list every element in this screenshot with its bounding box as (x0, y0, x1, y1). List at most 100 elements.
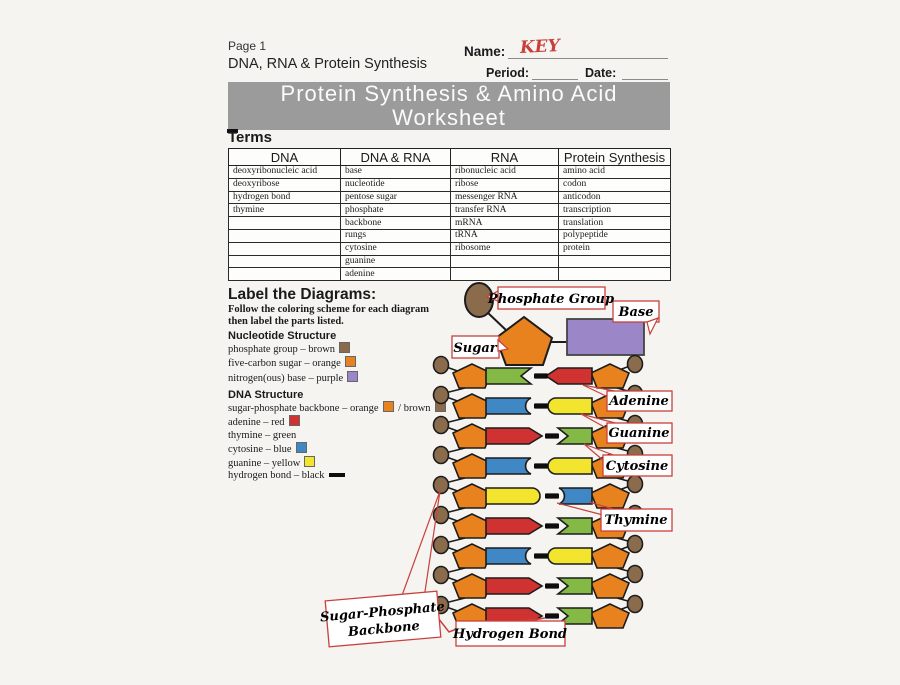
color-swatch (295, 441, 307, 453)
terms-cell: amino acid (558, 165, 671, 179)
base-cytosine (558, 487, 593, 505)
color-swatch (288, 415, 300, 427)
base-adenine (485, 607, 544, 625)
ladder-row (432, 354, 644, 395)
base-adenine (544, 367, 593, 385)
terms-cell: messenger RNA (450, 190, 559, 205)
base-thymine (555, 427, 593, 445)
ladder-row (432, 474, 644, 515)
color-swatch (344, 356, 356, 368)
date-label: Date: (585, 66, 617, 80)
thymine-label-box (600, 508, 673, 532)
terms-cell: transfer RNA (450, 203, 559, 218)
ladder-row (432, 504, 644, 545)
sugar-pentagon (451, 393, 493, 419)
terms-cell: guanine (340, 254, 451, 269)
base-guanine (547, 547, 593, 565)
terms-cell: rungs (340, 228, 451, 243)
title-line-2: Worksheet (392, 105, 506, 130)
terms-cell: ribosome (450, 241, 559, 256)
cytosine-label-box (602, 454, 673, 477)
terms-row: guanine (228, 254, 671, 269)
nucleotide-phosphate-circle (464, 282, 494, 318)
phosphate-circle (432, 535, 450, 555)
sugar-pentagon (451, 453, 493, 479)
name-label: Name: (464, 44, 506, 59)
terms-cell: ribonucleic acid (450, 165, 559, 179)
ladder-row (432, 444, 644, 485)
nucleotide-structure-heading: Nucleotide Structure (228, 330, 337, 342)
terms-cell (228, 267, 341, 282)
backbone-label-line1: Sugar-Phosphate (319, 600, 445, 626)
terms-cell: tRNA (450, 228, 559, 243)
legend-item: nitrogen(ous) base – purple (228, 370, 360, 385)
page-number: Page 1 (228, 39, 267, 53)
base-thymine (555, 577, 593, 595)
sugar-pentagon (451, 603, 493, 629)
hydrogen-bond-dash (545, 523, 559, 529)
base-adenine (485, 427, 544, 445)
terms-cell: anticodon (558, 190, 671, 205)
terms-cell: backbone (340, 216, 451, 230)
terms-cell: hydrogen bond (228, 190, 341, 205)
sugar-pentagon (589, 453, 631, 479)
base-guanine (547, 457, 593, 475)
phosphate-circle (626, 414, 644, 434)
legend-item: five-carbon sugar – orange (228, 356, 360, 370)
backbone-label-line2: Backbone (346, 619, 420, 640)
ladder-row (432, 384, 644, 425)
terms-cell: adenine (340, 267, 451, 282)
phosphate-circle (626, 444, 644, 464)
instruction-line-1: Follow the coloring scheme for each diag… (228, 304, 430, 315)
terms-cell: polypeptide (558, 228, 671, 243)
sugar-pentagon (451, 573, 493, 599)
base-label-box (612, 300, 660, 323)
base-thymine (555, 607, 593, 625)
worksheet-title-banner: Protein Synthesis & Amino Acid Worksheet (228, 82, 670, 130)
terms-cell (558, 267, 671, 282)
legend-item: thymine – green (228, 429, 297, 441)
phosphate-group-label: Phosphate Group (487, 292, 614, 307)
terms-cell: cytosine (340, 241, 451, 256)
terms-cell (558, 254, 671, 269)
sugar-label: Sugar (453, 341, 497, 356)
phosphate-circle (626, 504, 644, 524)
terms-cell (450, 254, 559, 269)
terms-cell: pentose sugar (340, 190, 451, 205)
dna-ladder (432, 354, 644, 629)
ladder-row (432, 414, 644, 455)
legend-item: guanine – yellow (228, 456, 448, 470)
name-blank-line (508, 57, 668, 59)
phosphate-circle (432, 355, 450, 375)
color-swatch (339, 342, 351, 353)
dna-legend: sugar-phosphate backbone – orange / brow… (228, 401, 448, 483)
base-guanine (485, 487, 541, 505)
hydrogen-bond-dash (534, 373, 548, 379)
course-title: DNA, RNA & Protein Synthesis (228, 56, 428, 72)
ladder-row (432, 594, 644, 629)
ladder-row (432, 534, 644, 575)
period-blank-line (532, 78, 578, 80)
color-swatch (304, 456, 316, 468)
base-cytosine (485, 397, 532, 415)
sugar-pentagon (589, 363, 631, 389)
terms-cell (228, 228, 341, 243)
base-label: Base (617, 305, 653, 320)
terms-cell: protein (558, 241, 671, 256)
terms-cell: translation (558, 216, 671, 230)
phosphate-circle (626, 534, 644, 554)
terms-row: adenine (228, 267, 671, 282)
terms-cell: ribose (450, 177, 559, 192)
instruction-line-2: then label the parts listed. (228, 316, 344, 327)
color-swatch (382, 401, 394, 412)
terms-cell: transcription (558, 203, 671, 218)
title-line-1: Protein Synthesis & Amino Acid (280, 81, 618, 106)
terms-heading: Terms (228, 129, 272, 146)
phosphate-circle (626, 354, 644, 374)
terms-cell: base (340, 165, 451, 179)
